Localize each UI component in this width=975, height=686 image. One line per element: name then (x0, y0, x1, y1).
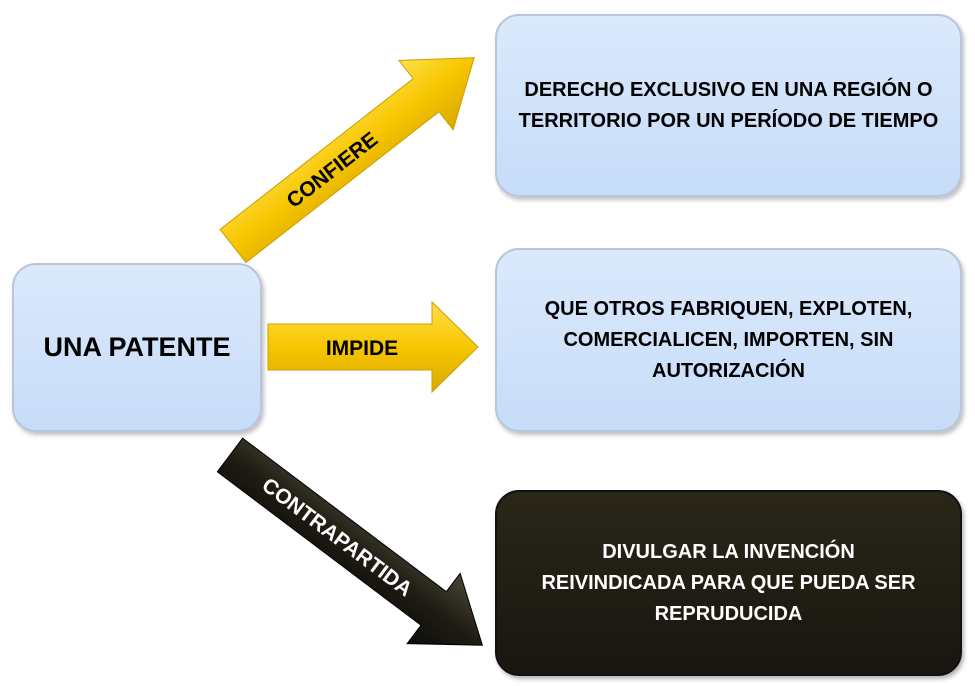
patent-box: UNA PATENTE (12, 263, 262, 432)
impide-label: IMPIDE (326, 337, 398, 360)
contrapartida-label: CONTRAPARTIDA (257, 474, 416, 602)
exclusive-right-box: DERECHO EXCLUSIVO EN UNA REGIÓN O TERRIT… (495, 14, 962, 197)
impide-arrow: IMPIDE (267, 300, 479, 394)
prevents-box: QUE OTROS FABRIQUEN, EXPLOTEN, COMERCIAL… (495, 248, 962, 432)
confiere-arrow: CONFIERE (219, 57, 475, 264)
contrapartida-arrow: CONTRAPARTIDA (216, 437, 484, 646)
disclosure-box: DIVULGAR LA INVENCIÓN REIVINDICADA PARA … (495, 490, 962, 676)
